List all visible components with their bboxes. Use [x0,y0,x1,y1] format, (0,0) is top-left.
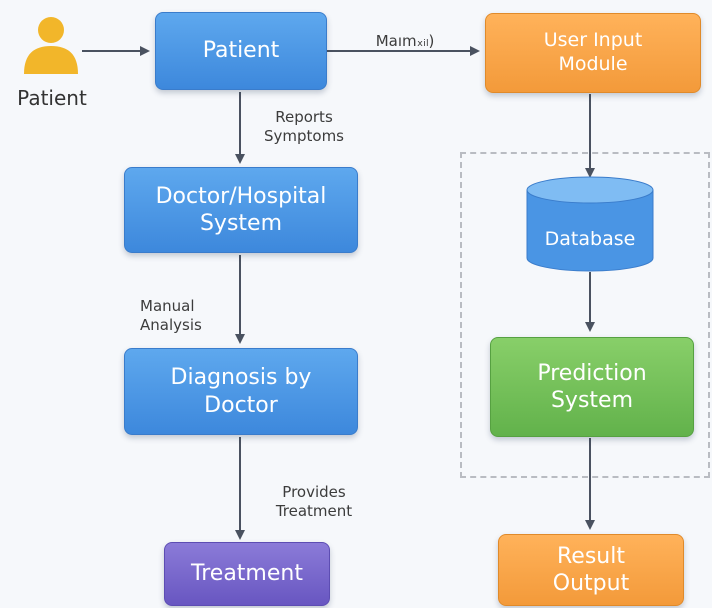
prediction-system-boundary [460,152,710,478]
edge-label-provides: Provides Treatment [275,483,353,520]
diagnosis-label: Diagnosis by Doctor [170,365,312,418]
person-icon [24,17,78,74]
doctor-system-node: Doctor/Hospital System [124,167,358,253]
treatment-node: Treatment [164,542,330,606]
actor-label: Patient [17,86,87,110]
user-input-node: User Input Module [485,13,701,93]
patient-node: Patient [155,12,327,90]
database-cylinder [526,176,654,272]
prediction-label: Prediction System [537,360,647,414]
database-label: Database [544,228,636,250]
diagnosis-node: Diagnosis by Doctor [124,348,358,435]
result-label: Result Output [552,543,630,597]
user-input-label: User Input Module [543,29,643,75]
edge-label-manual: Manual Analysis [140,297,202,334]
doctor-system-label: Doctor/Hospital System [155,183,327,237]
edge-label-patient-input: Maımₓᵢₗ) [375,32,435,50]
result-node: Result Output [498,534,684,606]
edge-label-reports: Reports Symptoms [263,108,345,145]
prediction-node: Prediction System [490,337,694,437]
